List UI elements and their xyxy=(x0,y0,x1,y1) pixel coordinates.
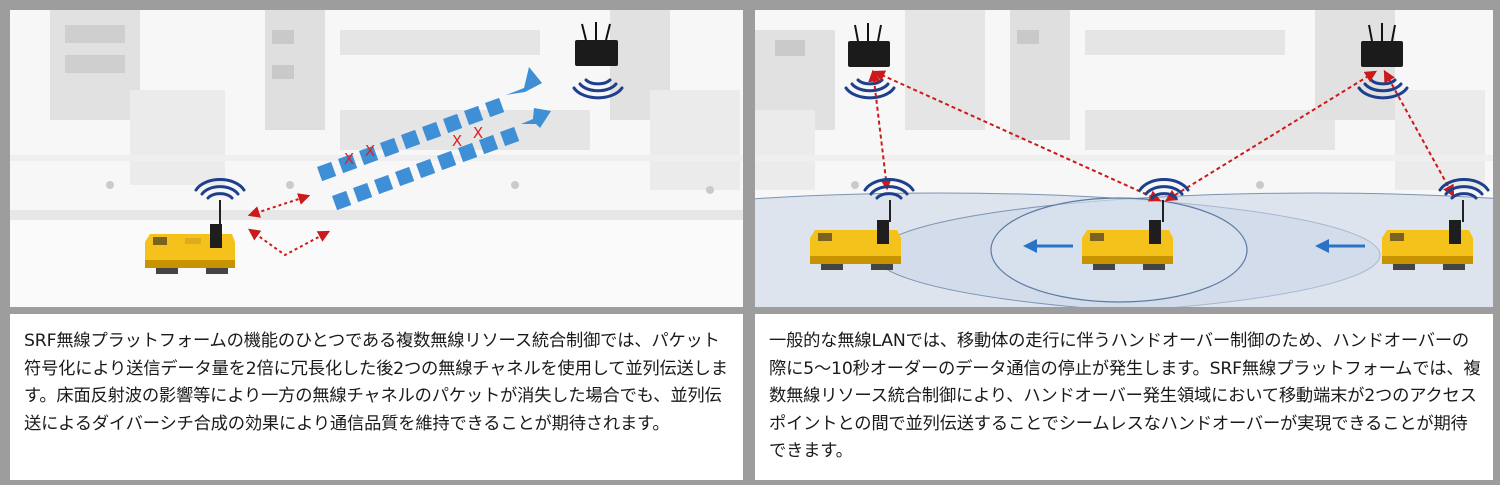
wifi-signal-icon xyxy=(572,78,624,100)
right-caption-panel: 一般的な無線LANでは、移動体の走行に伴うハンドオーバー制御のため、ハンドオーバ… xyxy=(755,314,1493,480)
access-point-icon xyxy=(1361,23,1403,67)
access-point-icon xyxy=(848,23,890,67)
radio-link-arrows xyxy=(868,69,1455,202)
right-caption-text: 一般的な無線LANでは、移動体の走行に伴うハンドオーバー制御のため、ハンドオーバ… xyxy=(769,331,1481,461)
wifi-signal-icon xyxy=(194,178,246,200)
movement-arrow-icon xyxy=(1023,239,1365,253)
radio-link-arrows xyxy=(247,193,331,257)
factory-background xyxy=(10,10,743,307)
lost-packet-x-icon: X xyxy=(365,142,375,160)
agv-robot-icon xyxy=(1082,200,1173,270)
agv-robot-icon xyxy=(1382,200,1473,270)
lost-packet-x-icon: X xyxy=(473,124,483,142)
coverage-areas xyxy=(755,192,1493,307)
wifi-signal-icon xyxy=(863,178,1490,200)
agv-robot-icon xyxy=(810,200,901,270)
lost-packet-x-icon: X xyxy=(344,150,354,168)
parallel-transmission-illustration: X X X X xyxy=(10,10,743,307)
left-caption-text: SRF無線プラットフォームの機能のひとつである複数無線リソース統合制御では、パケ… xyxy=(24,331,728,434)
right-diagram xyxy=(755,10,1493,307)
seamless-handover-illustration xyxy=(755,10,1493,307)
lost-packets: X X X X xyxy=(344,124,483,168)
access-point-icon xyxy=(575,22,618,66)
agv-robot-icon xyxy=(145,200,235,274)
packet-stream-channel-1 xyxy=(317,67,542,182)
left-caption-panel: SRF無線プラットフォームの機能のひとつである複数無線リソース統合制御では、パケ… xyxy=(10,314,743,480)
packet-stream-channel-2 xyxy=(332,108,551,211)
lost-packet-x-icon: X xyxy=(452,132,462,150)
left-diagram: X X X X xyxy=(10,10,743,307)
